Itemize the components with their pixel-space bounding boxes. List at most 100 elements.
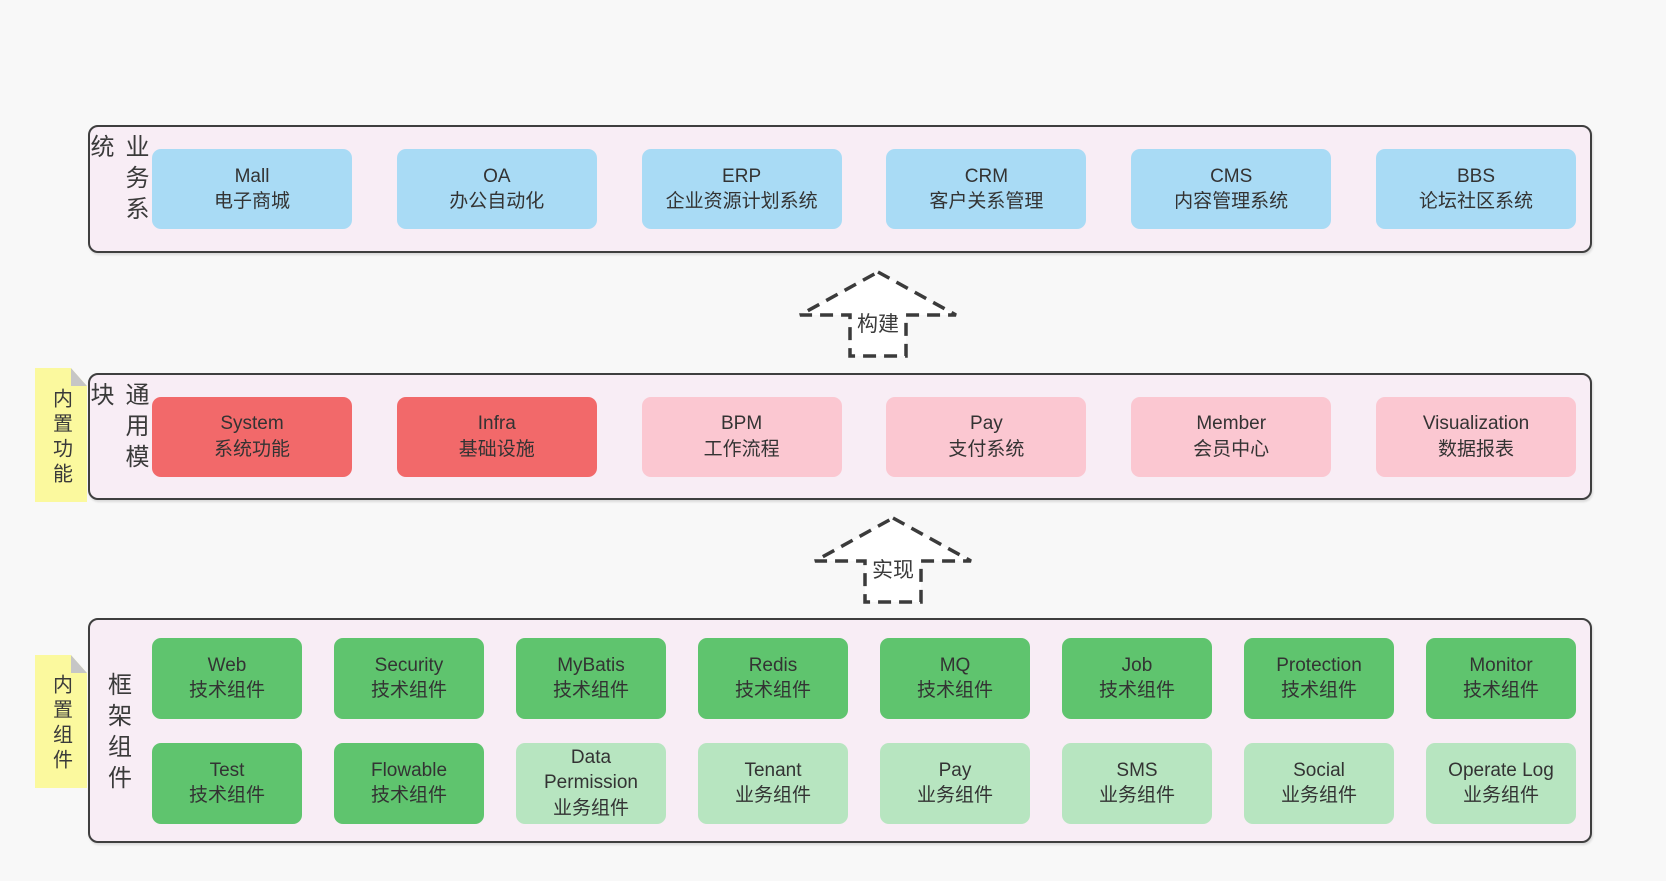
box-name: Protection	[1276, 654, 1362, 676]
arrow-label: 实现	[872, 559, 914, 582]
box-web: Web 技术组件	[152, 637, 302, 719]
band-business-systems: 业务系统 Mall 电子商城 OA 办公自动化 ERP 企业资源计划系统 CRM 客户关系管理…	[86, 125, 1592, 253]
box-name: Flowable	[370, 759, 448, 781]
box-subtitle: 技术组件	[188, 680, 265, 701]
box-name: Member	[1196, 413, 1267, 435]
box-name: Monitor	[1469, 654, 1533, 676]
box-subtitle: 技术组件	[916, 680, 993, 701]
box-name: ERP	[722, 165, 762, 187]
sticky-note-builtin-components: 内置组件	[35, 655, 87, 788]
box-name: Job	[1121, 654, 1153, 676]
box-security: Security 技术组件	[334, 637, 484, 719]
box-name: Mall	[234, 165, 270, 187]
box-name: Redis	[748, 654, 798, 676]
box-name: Tenant	[744, 759, 802, 781]
box-visualization: Visualization 数据报表	[1375, 396, 1576, 477]
box-subtitle: 技术组件	[1098, 680, 1175, 701]
box-sms: SMS 业务组件	[1062, 742, 1212, 824]
implement-arrow-icon: 实现	[814, 516, 972, 604]
box-subtitle: 技术组件	[188, 785, 265, 806]
arrow-label: 构建	[857, 313, 899, 336]
box-subtitle: 论坛社区系统	[1418, 191, 1533, 212]
box-subtitle: 业务组件	[916, 785, 993, 806]
sticky-note-builtin-features: 内置功能	[35, 368, 87, 502]
box-name: Pay	[938, 759, 972, 781]
box-monitor: Monitor 技术组件	[1426, 637, 1576, 719]
box-name: Security	[374, 654, 444, 676]
box-protection: Protection 技术组件	[1244, 637, 1394, 719]
box-infra: Infra 基础设施	[396, 396, 597, 477]
box-name: Test	[209, 759, 245, 781]
box-name: OA	[483, 165, 511, 187]
box-social: Social 业务组件	[1244, 742, 1394, 824]
box-name: Pay	[970, 413, 1003, 435]
box-name: Social	[1293, 759, 1345, 781]
box-oa: OA 办公自动化	[396, 149, 597, 229]
box-subtitle: 工作流程	[703, 438, 780, 460]
box-member: Member 会员中心	[1131, 396, 1332, 477]
box-operate-log: Operate Log 业务组件	[1426, 742, 1576, 824]
box-subtitle: 数据报表	[1437, 438, 1514, 460]
box-pay: Pay 支付系统	[886, 396, 1087, 477]
box-subtitle: 电子商城	[213, 191, 290, 212]
box-name: CRM	[964, 165, 1009, 187]
box-subtitle: 客户关系管理	[929, 191, 1044, 212]
box-subtitle: 技术组件	[1462, 680, 1539, 701]
band-label-business-systems: 业务系统	[86, 134, 148, 227]
box-crm: CRM 客户关系管理	[886, 149, 1087, 229]
box-name: System	[220, 413, 284, 435]
box-subtitle: 技术组件	[370, 785, 447, 806]
box-subtitle: 业务组件	[1098, 785, 1175, 806]
band-label-common-modules: 通用模块	[86, 382, 148, 475]
box-redis: Redis 技术组件	[698, 637, 848, 719]
box-name: Visualization	[1422, 413, 1530, 435]
box-erp: ERP 企业资源计划系统	[641, 149, 842, 229]
box-subtitle: 企业资源计划系统	[665, 191, 818, 212]
box-test: Test 技术组件	[152, 742, 302, 824]
box-pay: Pay 业务组件	[880, 742, 1030, 824]
box-subtitle: 会员中心	[1193, 438, 1270, 460]
box-name: SMS	[1116, 759, 1158, 781]
box-name: Web	[207, 654, 247, 676]
sticky-note-text: 内置功能	[49, 387, 72, 488]
box-subtitle: 技术组件	[1280, 680, 1357, 701]
band-label-framework-components: 框架组件	[103, 672, 131, 796]
box-subtitle: 技术组件	[552, 680, 629, 701]
box-name: Operate Log	[1448, 759, 1554, 781]
arrow-up-outline	[799, 270, 957, 358]
box-subtitle: 业务组件	[734, 785, 811, 806]
box-name: Infra	[477, 413, 516, 435]
box-name: Data Permission	[544, 747, 638, 794]
box-subtitle: 业务组件	[552, 797, 629, 819]
box-subtitle: 基础设施	[458, 438, 535, 460]
folded-corner-icon	[71, 655, 87, 673]
box-subtitle: 技术组件	[734, 680, 811, 701]
box-name: BBS	[1456, 165, 1495, 187]
arrow-up-outline	[814, 516, 972, 604]
box-mybatis: MyBatis 技术组件	[516, 637, 666, 719]
box-mq: MQ 技术组件	[880, 637, 1030, 719]
box-subtitle: 内容管理系统	[1174, 191, 1289, 212]
build-arrow-icon: 构建	[799, 270, 957, 358]
box-subtitle: 技术组件	[370, 680, 447, 701]
box-subtitle: 办公自动化	[449, 191, 545, 212]
box-subtitle: 业务组件	[1462, 785, 1539, 806]
box-subtitle: 业务组件	[1280, 785, 1357, 806]
box-name: MQ	[939, 654, 971, 676]
sticky-note-text: 内置组件	[49, 674, 72, 774]
box-data-permission: Data Permission 业务组件	[516, 742, 666, 824]
box-mall: Mall 电子商城	[152, 149, 352, 229]
box-name: MyBatis	[557, 654, 625, 676]
box-subtitle: 支付系统	[948, 438, 1025, 460]
box-tenant: Tenant 业务组件	[698, 742, 848, 824]
